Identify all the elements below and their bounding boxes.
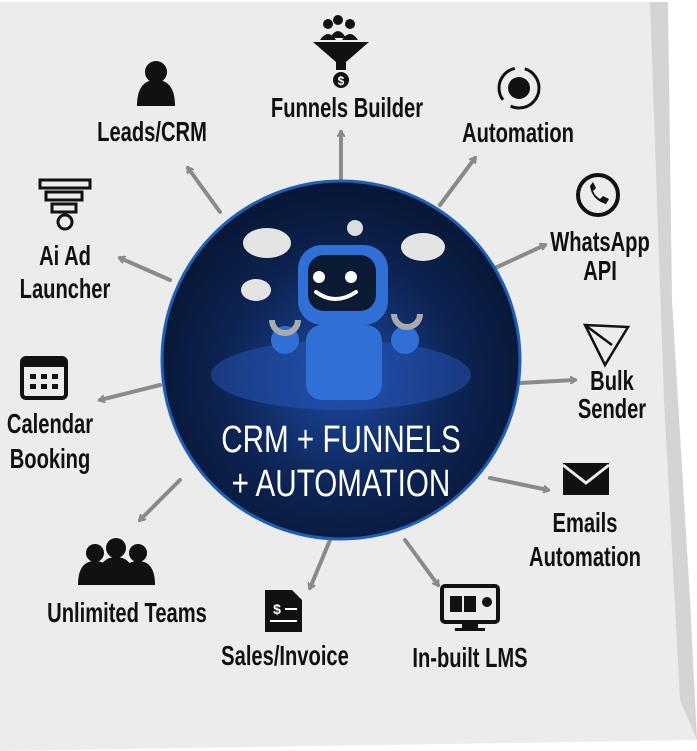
group-icon — [78, 538, 155, 585]
robot-illustration — [241, 220, 445, 400]
label-leads-crm: Leads/CRM — [97, 117, 207, 148]
arrow-emails — [488, 476, 548, 490]
label-whatsapp-line1: WhatsApp — [550, 227, 650, 258]
label-emails-line1: Emails — [553, 508, 618, 539]
svg-text:$: $ — [338, 74, 345, 88]
feature-labels: Funnels Builder Leads/CRM Automation Wha… — [7, 93, 650, 674]
invoice-icon: $ — [265, 590, 302, 632]
label-calendar-line1: Calendar — [7, 409, 94, 440]
envelope-icon — [562, 463, 610, 495]
label-unlimited-teams: Unlimited Teams — [47, 598, 207, 629]
arrow-sales — [310, 538, 332, 588]
label-funnels-builder: Funnels Builder — [271, 93, 424, 124]
arrows — [100, 132, 575, 588]
arrow-bulk — [518, 380, 575, 385]
calendar-icon — [20, 356, 68, 400]
arrow-automation — [438, 158, 477, 207]
center-title-line1: CRM + FUNNELS — [221, 419, 461, 461]
paper-curl — [650, 2, 697, 740]
paper-plane-icon — [582, 323, 631, 368]
arrow-lms — [403, 538, 440, 585]
label-calendar-line2: Booking — [10, 444, 91, 475]
monitor-book-icon — [440, 584, 500, 631]
label-whatsapp-line2: API — [583, 256, 617, 287]
arrow-aiad — [120, 258, 172, 282]
label-sales-invoice: Sales/Invoice — [221, 641, 349, 672]
whatsapp-icon — [576, 173, 620, 217]
gear-cycle-icon — [497, 66, 541, 110]
svg-text:$: $ — [273, 601, 281, 617]
label-aiad-line2: Launcher — [20, 274, 111, 305]
center-title-line2: + AUTOMATION — [232, 463, 451, 505]
label-bulk-line2: Sender — [578, 394, 647, 425]
label-automation: Automation — [462, 118, 574, 149]
arrow-teams — [138, 478, 182, 522]
label-emails-line2: Automation — [529, 542, 641, 573]
ad-funnel-icon — [38, 178, 92, 231]
label-aiad-line1: Ai Ad — [39, 241, 91, 272]
arrow-calendar — [100, 383, 162, 400]
funnel-people-dollar-icon: $ — [313, 15, 369, 88]
arrow-leads — [186, 168, 222, 214]
label-bulk-line1: Bulk — [590, 366, 634, 397]
center-hub: CRM + FUNNELS + AUTOMATION — [160, 179, 522, 541]
label-inbuilt-lms: In-built LMS — [412, 643, 527, 674]
arrow-whatsapp — [493, 245, 545, 270]
person-icon — [137, 61, 175, 106]
